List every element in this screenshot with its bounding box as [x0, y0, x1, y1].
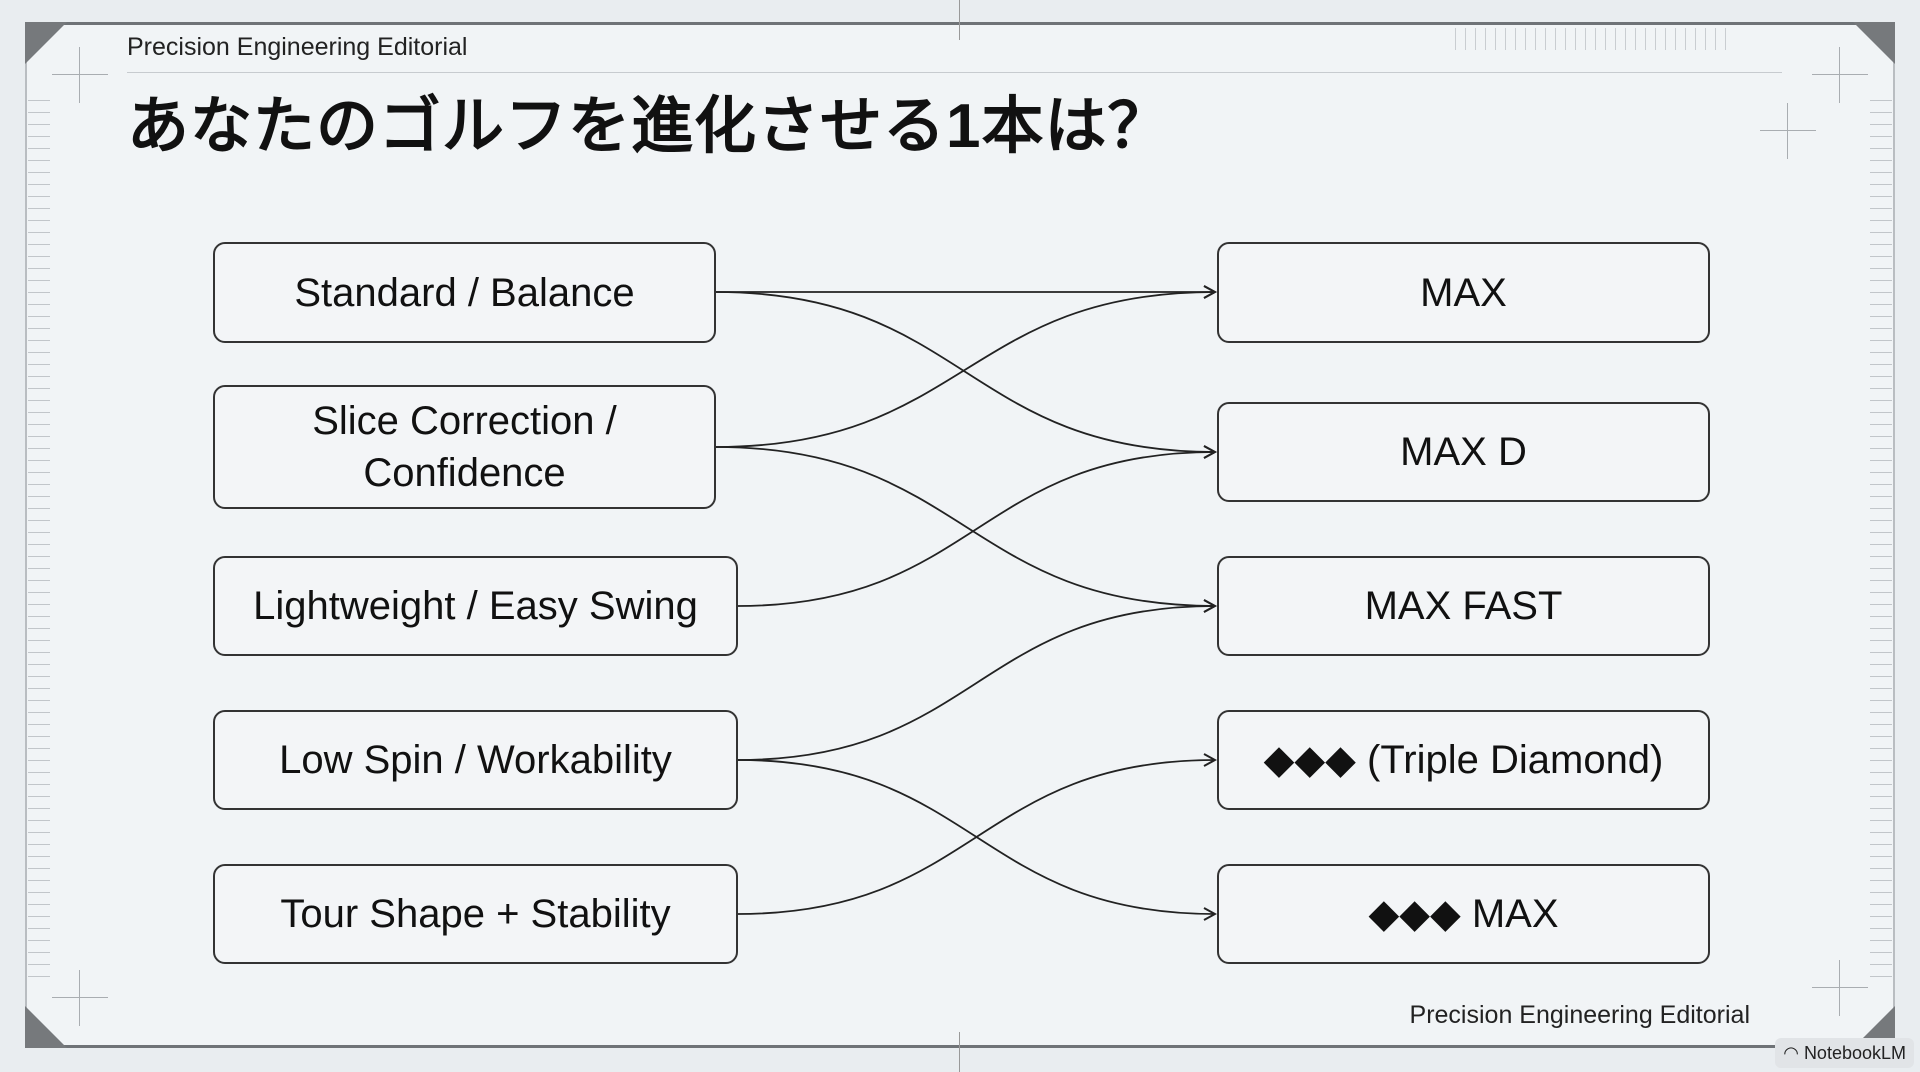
ruler-top: [1455, 28, 1735, 50]
left-box-standard-balance: Standard / Balance: [213, 242, 716, 343]
center-tick: [959, 0, 960, 40]
left-box-label: Low Spin / Workability: [279, 738, 672, 782]
right-box-label: ◆◆◆ MAX: [1368, 892, 1559, 936]
notebooklm-logo-icon: ◠: [1783, 1043, 1799, 1063]
brand-footer: Precision Engineering Editorial: [1409, 1001, 1750, 1029]
left-box-low-spin: Low Spin / Workability: [213, 710, 738, 810]
badge-label: NotebookLM: [1803, 1043, 1906, 1063]
left-box-slice-correction: Slice Correction / Confidence: [213, 385, 716, 509]
right-box-max-fast: MAX FAST: [1217, 556, 1710, 656]
page-title: あなたのゴルフを進化させる1本は？: [127, 92, 1171, 161]
connector-arrow: [715, 291, 1215, 452]
crosshair-icon: [52, 970, 108, 1026]
right-box-label: ◆◆◆ (Triple Diamond): [1263, 738, 1664, 782]
right-box-triple-diamond-max: ◆◆◆ MAX: [1217, 864, 1710, 964]
connector-arrow: [737, 452, 1215, 607]
crosshair-icon: [1812, 960, 1868, 1016]
connector-arrow: [737, 760, 1215, 915]
header-divider: [127, 72, 1782, 73]
left-box-label: Tour Shape + Stability: [280, 892, 671, 936]
connector-arrow: [737, 606, 1215, 761]
notebooklm-badge: ◠NotebookLM: [1775, 1038, 1914, 1068]
crosshair-icon: [1812, 47, 1868, 103]
left-box-lightweight: Lightweight / Easy Swing: [213, 556, 738, 656]
left-box-label: Lightweight / Easy Swing: [253, 584, 698, 628]
crosshair-icon: [1760, 103, 1816, 159]
brand-header: Precision Engineering Editorial: [127, 33, 468, 61]
right-box-triple-diamond: ◆◆◆ (Triple Diamond): [1217, 710, 1710, 810]
connector-arrow: [715, 446, 1215, 606]
connector-arrow: [715, 292, 1215, 448]
corner-mark: [25, 22, 67, 64]
right-box-max: MAX: [1217, 242, 1710, 343]
ruler-right: [1870, 100, 1892, 980]
left-box-label: Standard / Balance: [294, 270, 635, 315]
ruler-left: [28, 100, 50, 980]
right-box-label: MAX FAST: [1364, 584, 1563, 628]
center-tick: [959, 1032, 960, 1072]
left-box-label: Slice Correction / Confidence: [312, 399, 617, 495]
right-box-label: MAX: [1420, 270, 1507, 315]
right-box-label: MAX D: [1400, 430, 1527, 474]
corner-mark: [25, 1006, 67, 1048]
right-box-max-d: MAX D: [1217, 402, 1710, 502]
left-box-tour-shape: Tour Shape + Stability: [213, 864, 738, 964]
corner-mark: [1853, 22, 1895, 64]
crosshair-icon: [52, 47, 108, 103]
